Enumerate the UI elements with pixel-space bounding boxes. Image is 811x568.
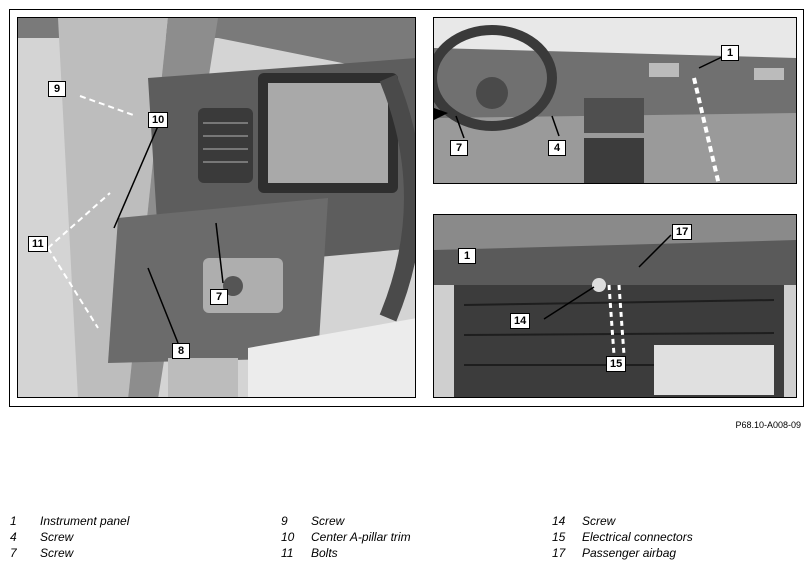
legend-text: Screw [40, 530, 74, 544]
dashboard-drawing [18, 18, 415, 397]
figure-frame [9, 9, 804, 407]
callout-7: 7 [210, 289, 228, 305]
callout-4: 4 [548, 140, 566, 156]
legend-row: 14 Screw [552, 513, 693, 529]
legend-number: 10 [281, 530, 295, 544]
legend-row: 11 Bolts [281, 545, 411, 561]
legend-text: Screw [582, 514, 616, 528]
legend-number: 9 [281, 514, 288, 528]
legend-row: 4 Screw [10, 529, 129, 545]
callout-8: 8 [172, 343, 190, 359]
legend-row: 9 Screw [281, 513, 411, 529]
legend-text: Screw [40, 546, 74, 560]
legend-row: 7 Screw [10, 545, 129, 561]
legend-row: 1 Instrument panel [10, 513, 129, 529]
legend-text: Electrical connectors [582, 530, 693, 544]
dashboard-overview-drawing [434, 18, 796, 183]
callout-1: 1 [721, 45, 739, 61]
legend-number: 4 [10, 530, 17, 544]
callout-11: 11 [28, 236, 48, 252]
callout-17: 17 [672, 224, 693, 240]
figure-reference: P68.10-A008-09 [735, 420, 801, 430]
legend-number: 14 [552, 514, 566, 528]
callout-7: 7 [450, 140, 468, 156]
legend-number: 15 [552, 530, 566, 544]
legend-number: 1 [10, 514, 17, 528]
callout-15: 15 [606, 356, 627, 372]
top-right-illustration: 1 7 4 [433, 17, 797, 184]
legend-text: Bolts [311, 546, 338, 560]
legend-number: 17 [552, 546, 566, 560]
callout-1: 1 [458, 248, 476, 264]
left-illustration: 9 10 11 7 8 [17, 17, 416, 398]
legend-column-3: 14 Screw 15 Electrical connectors 17 Passen… [552, 513, 693, 561]
legend-text: Instrument panel [40, 514, 130, 528]
callout-9: 9 [48, 81, 66, 97]
bottom-right-illustration: 1 17 14 15 [433, 214, 797, 398]
legend-number: 11 [281, 546, 294, 560]
legend-row: 10 Center A-pillar trim [281, 529, 411, 545]
callout-14: 14 [510, 313, 531, 329]
callout-10: 10 [148, 112, 169, 128]
legend-row: 17 Passenger airbag [552, 545, 693, 561]
legend-column-2: 9 Screw 10 Center A-pillar trim 11 Bolts [281, 513, 411, 561]
legend-number: 7 [10, 546, 17, 560]
legend-row: 15 Electrical connectors [552, 529, 693, 545]
legend-text: Center A-pillar trim [311, 530, 411, 544]
legend-text: Passenger airbag [582, 546, 677, 560]
legend-text: Screw [311, 514, 345, 528]
